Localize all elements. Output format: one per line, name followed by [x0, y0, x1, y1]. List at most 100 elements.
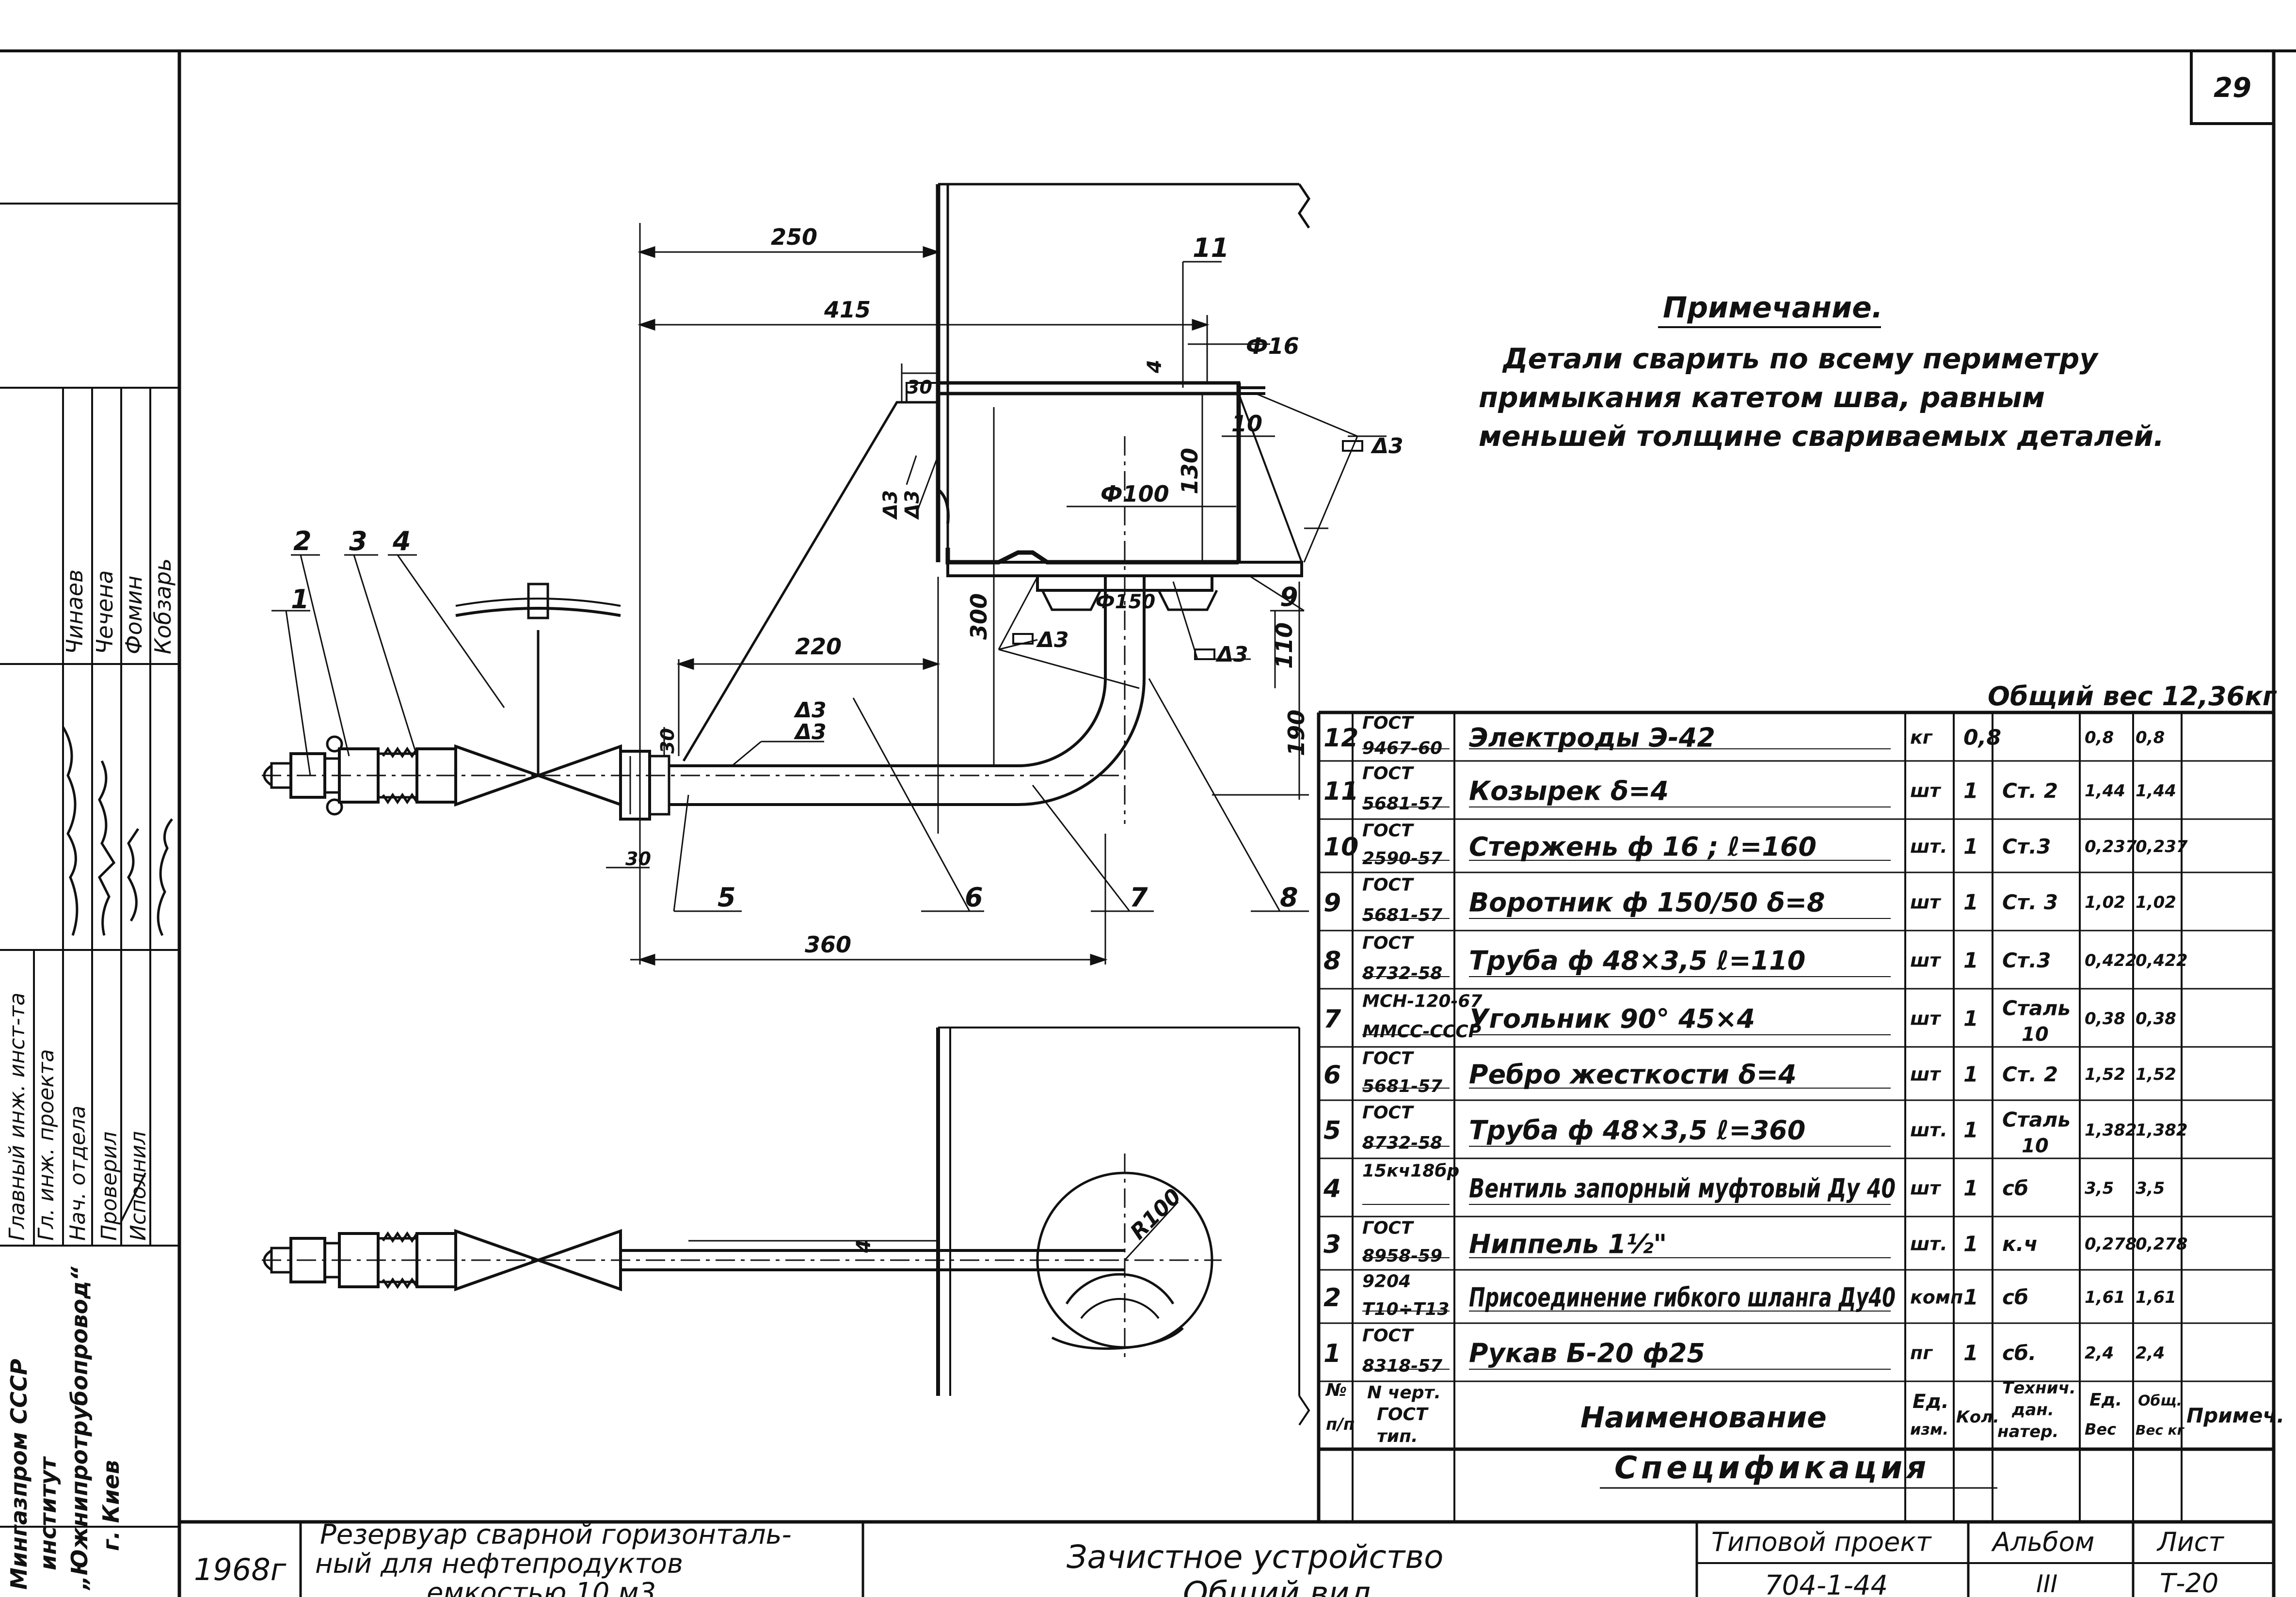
callout-11: 11	[1193, 233, 1229, 263]
callout-2: 2	[293, 526, 312, 556]
sheet-frame	[0, 49, 2296, 1597]
callout-6: 6	[965, 882, 983, 913]
name-3: Фомин	[121, 576, 147, 654]
object-line-3: емкостью 10 м3	[427, 1577, 656, 1597]
role-chief-engineer: Главный инж. инст-та	[5, 993, 30, 1241]
spec-cell-qty: 1	[1963, 1232, 1978, 1257]
spec-cell-name: Труба ф 48×3,5 ℓ=360	[1469, 1115, 1805, 1146]
role-dept-head: Нач. отдела	[65, 1106, 90, 1241]
spec-cell-unit: шт	[1910, 780, 1941, 801]
hdr-w2-1: Общ.	[2138, 1392, 2182, 1409]
weld-symbols	[1012, 440, 1363, 660]
role-project-engineer: Гл. инж. проекта	[34, 1049, 59, 1241]
spec-cell-w1: 0,38	[2085, 1009, 2125, 1028]
sidebar-names: Чинаев Чечена Фомин Кобзарь	[62, 558, 176, 654]
dim-250: 250	[771, 224, 817, 250]
spec-cell-no: 7	[1323, 1005, 1341, 1034]
spec-cell-w1: 3,5	[2085, 1179, 2114, 1198]
spec-cell-w2: 0,278	[2136, 1234, 2188, 1254]
spec-cell-doc2: 8958-59	[1362, 1246, 1442, 1266]
spec-cell-qty: 1	[1963, 835, 1978, 859]
organization-block: Мингазпром СССР институт „Южнипротрубопр…	[6, 1266, 124, 1591]
year: 1968г	[194, 1552, 287, 1587]
spec-cell-doc2: 5681-57	[1362, 794, 1442, 814]
weld-mark-4: Δ3	[879, 490, 902, 520]
note-line-2: примыкания катетом шва, равным	[1479, 381, 2045, 414]
spec-cell-doc1: ГОСТ	[1362, 1049, 1414, 1069]
spec-cell-unit: шт.	[1910, 1119, 1947, 1140]
spec-cell-doc1: ГОСТ	[1362, 875, 1414, 895]
spec-cell-no: 10	[1323, 833, 1358, 862]
spec-cell-qty: 1	[1963, 1062, 1978, 1087]
dim-r100: R100	[1126, 1184, 1186, 1245]
spec-cell-no: 9	[1323, 888, 1341, 917]
hdr-no-2: п/п	[1326, 1415, 1355, 1434]
spec-cell-name: Воротник ф 150/50 δ=8	[1469, 887, 1825, 918]
spec-cell-doc1: МСН-120-67	[1362, 992, 1483, 1012]
spec-cell-name: Ниппель 1½"	[1469, 1229, 1667, 1260]
spec-cell-doc1: ГОСТ	[1362, 1103, 1414, 1123]
album-label: Альбом	[1991, 1527, 2094, 1557]
plan-labels: R100 4	[853, 1184, 1186, 1253]
org-city: г. Киев	[98, 1460, 124, 1551]
spec-cell-qty: 1	[1963, 1176, 1978, 1201]
spec-cell-doc1: ГОСТ	[1362, 821, 1414, 841]
hdr-name: Наименование	[1580, 1401, 1827, 1435]
spec-cell-mat1: Ст. 2	[2002, 779, 2058, 803]
spec-cell-w2: 1,44	[2136, 781, 2176, 801]
hdr-remark: Примеч.	[2186, 1404, 2284, 1427]
dim-190: 190	[1283, 710, 1309, 756]
hdr-no-1: №	[1325, 1380, 1347, 1400]
dim-415: 415	[824, 297, 871, 323]
spec-cell-no: 12	[1323, 724, 1358, 753]
spec-cell-doc2: ММСС-СССР	[1362, 1022, 1481, 1042]
spec-cell-qty: 1	[1963, 1341, 1978, 1366]
callout-8: 8	[1280, 882, 1298, 913]
spec-cell-w1: 1,02	[2085, 893, 2125, 912]
weld-mark-6: Δ3	[794, 698, 827, 723]
spec-cell-doc1: 9204	[1362, 1272, 1411, 1292]
dim-phi100: Ф100	[1100, 481, 1169, 507]
callout-10: 10	[1231, 411, 1262, 437]
spec-cell-w2: 1,61	[2136, 1288, 2176, 1307]
hdr-unit-1: Ед.	[1913, 1391, 1949, 1413]
dim-4-plan: 4	[853, 1239, 875, 1253]
spec-cell-doc1: ГОСТ	[1362, 1218, 1414, 1238]
spec-cell-no: 11	[1323, 777, 1358, 806]
project-label: Типовой проект	[1711, 1527, 1932, 1557]
project-value: 704-1-44	[1765, 1570, 1888, 1597]
callout-7: 7	[1130, 882, 1148, 913]
spec-cell-w2: 0,422	[2136, 951, 2188, 970]
role-executed: Исполнил	[126, 1131, 151, 1241]
spec-cell-w2: 2,4	[2136, 1344, 2165, 1363]
signatures	[62, 726, 173, 936]
hdr-w2-2: Вес кг	[2136, 1422, 2185, 1438]
spec-table-grid	[1317, 711, 2274, 1522]
spec-cell-w1: 0,422	[2085, 951, 2137, 970]
spec-cell-doc1: 15кч18бр	[1362, 1161, 1459, 1181]
spec-cell-doc2: 9467-60	[1362, 739, 1442, 759]
elevation-dimensions	[606, 223, 1309, 966]
dim-4: 4	[1144, 360, 1166, 374]
left-sidebar-grid	[0, 203, 179, 1247]
callout-9: 9	[1280, 582, 1298, 612]
spec-cell-no: 2	[1323, 1283, 1341, 1312]
callout-5: 5	[718, 882, 736, 913]
note-title: Примечание.	[1663, 291, 1883, 325]
hdr-doc-2: ГОСТ	[1377, 1405, 1429, 1424]
spec-cell-mat1: сб	[2002, 1176, 2028, 1200]
spec-cell-doc1: ГОСТ	[1362, 713, 1414, 733]
spec-cell-doc2: 8318-57	[1362, 1356, 1442, 1376]
dim-30-rib: 30	[657, 728, 678, 754]
spec-cell-name: Ребро жесткости δ=4	[1469, 1059, 1797, 1090]
spec-cell-mat2: 10	[2022, 1135, 2049, 1157]
spec-cell-w1: 0,278	[2085, 1234, 2137, 1254]
spec-cell-w1: 1,44	[2085, 781, 2125, 801]
dim-220: 220	[795, 633, 842, 660]
role-checked: Проверил	[97, 1131, 122, 1241]
spec-cell-doc1: ГОСТ	[1362, 933, 1414, 953]
spec-cell-w2: 3,5	[2136, 1179, 2165, 1198]
sheet-number: 29	[2214, 72, 2251, 104]
